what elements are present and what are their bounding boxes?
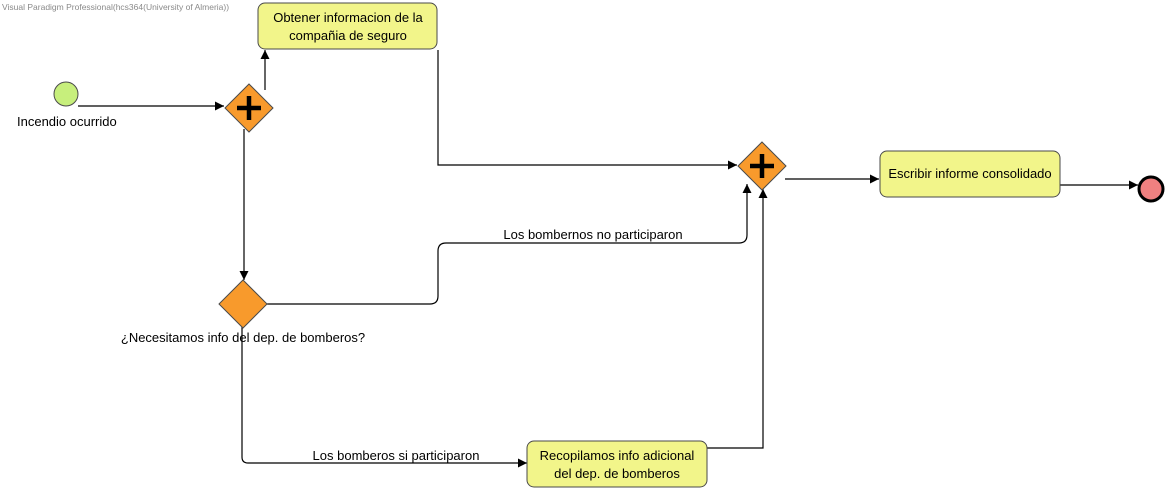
flow-label-no-participaron: Los bombernos no participaron xyxy=(503,227,682,242)
task-obtener-box[interactable] xyxy=(257,2,438,50)
task-recopilamos-line-1: Recopilamos info adicional xyxy=(540,448,695,463)
start-event-circle[interactable] xyxy=(53,81,79,107)
task-recopilamos-box[interactable] xyxy=(526,440,708,488)
parallel-gateway-join[interactable] xyxy=(737,141,787,191)
flow-decision-no-to-join[interactable] xyxy=(267,184,752,305)
task-recopilamos-info[interactable]: Recopilamos info adicional del dep. de b… xyxy=(526,440,708,488)
plus-icon xyxy=(750,154,774,178)
task-escribir-informe[interactable]: Escribir informe consolidado xyxy=(879,150,1061,198)
task-escribir-box[interactable] xyxy=(879,150,1061,198)
parallel-gateway-fork[interactable] xyxy=(224,83,274,133)
flow-obtener-to-join[interactable] xyxy=(437,50,737,170)
exclusive-gateway-decision[interactable] xyxy=(218,279,268,329)
flow-recopilamos-to-join[interactable] xyxy=(707,189,768,449)
watermark: Visual Paradigm Professional(hcs364(Univ… xyxy=(2,2,230,12)
task-obtener-line-2: compañia de seguro xyxy=(289,28,407,43)
start-event-label: Incendio ocurrido xyxy=(17,114,117,129)
flow-decision-si-to-recopilamos[interactable] xyxy=(241,327,527,468)
gateway-decision-diamond[interactable] xyxy=(218,279,268,329)
plus-icon xyxy=(237,96,261,120)
task-escribir-line-1: Escribir informe consolidado xyxy=(888,166,1051,181)
task-obtener-line-1: Obtener informacion de la xyxy=(273,10,423,25)
task-recopilamos-line-2: del dep. de bomberos xyxy=(554,466,680,481)
task-obtener-informacion[interactable]: Obtener informacion de la compañia de se… xyxy=(257,2,438,50)
flow-label-si-participaron: Los bomberos si participaron xyxy=(313,448,480,463)
sequence-flows xyxy=(78,50,1138,468)
gateway-decision-label: ¿Necesitamos info del dep. de bomberos? xyxy=(121,330,365,345)
end-event-circle[interactable] xyxy=(1137,175,1165,203)
